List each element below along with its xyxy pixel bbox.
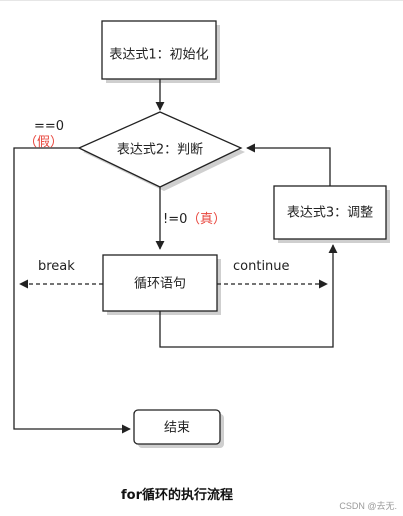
edge-true-value: !=0 — [163, 212, 187, 227]
node-body: 循环语句 — [102, 254, 221, 315]
node-end-label: 结束 — [164, 421, 190, 436]
edge-break-label: break — [38, 259, 75, 274]
edge-true-label: （真） — [187, 212, 226, 227]
node-adjust: 表达式3：调整 — [273, 185, 390, 243]
node-init-label: 表达式1：初始化 — [109, 48, 208, 63]
node-body-label: 循环语句 — [134, 277, 186, 292]
edge-body-to-adjust — [159, 244, 338, 348]
diagram-caption: for循环的执行流程 — [121, 487, 233, 503]
node-judge: 表达式2：判断 — [77, 111, 245, 191]
node-judge-label: 表达式2：判断 — [117, 143, 203, 158]
edge-judge-to-end — [13, 147, 131, 434]
node-adjust-label: 表达式3：调整 — [287, 206, 373, 221]
top-divider — [0, 0, 403, 1]
node-init: 表达式1：初始化 — [101, 20, 220, 83]
node-end: 结束 — [133, 409, 224, 448]
edge-false-value: ==0 — [34, 119, 64, 134]
watermark: CSDN @去无. — [339, 500, 397, 511]
edge-continue-label: continue — [233, 259, 290, 274]
edge-false-label: （假） — [24, 135, 63, 150]
edge-adjust-to-judge — [246, 143, 331, 186]
